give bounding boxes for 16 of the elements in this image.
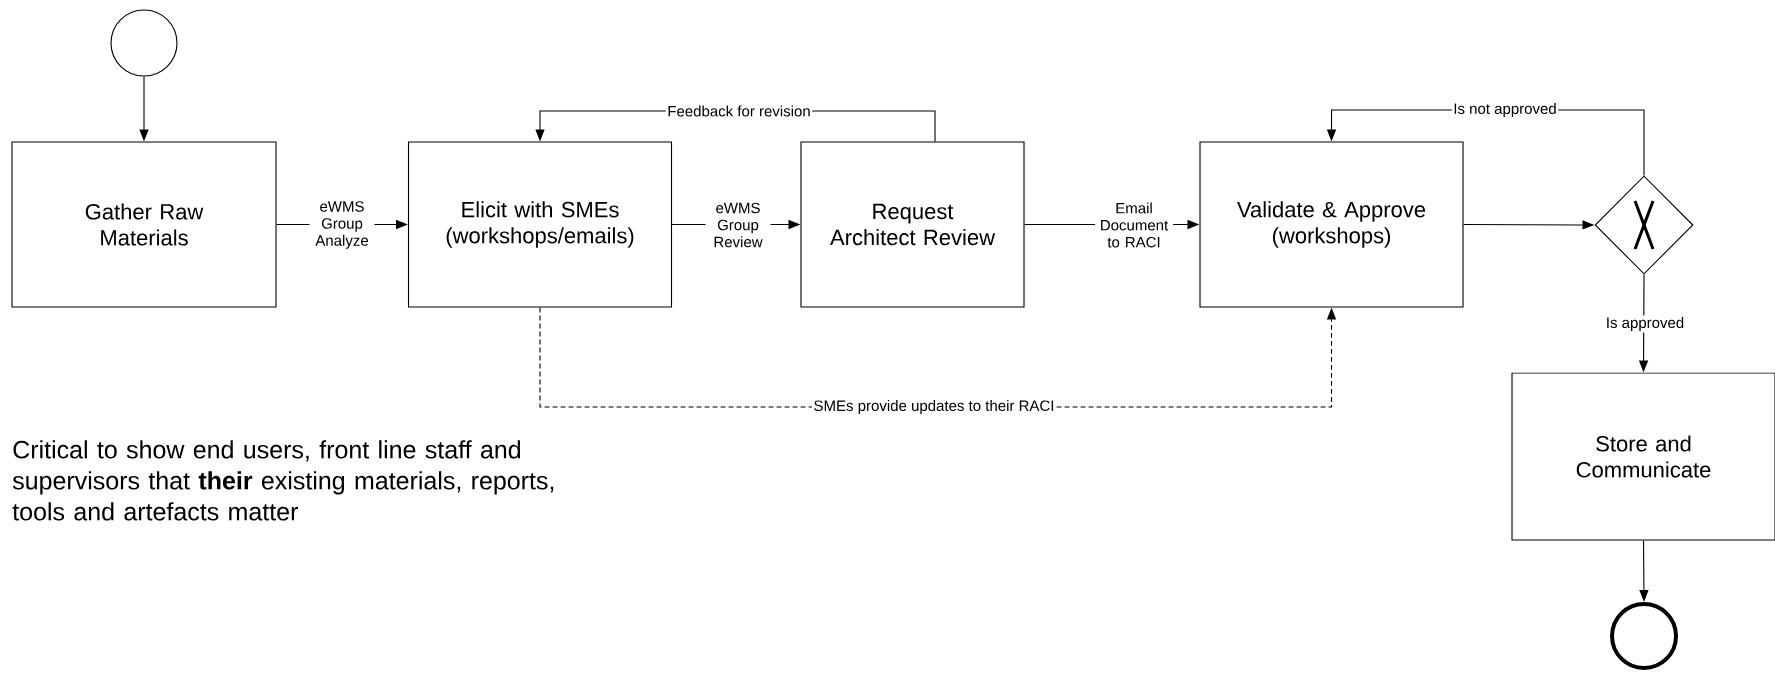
start-event-circle: [110, 9, 178, 77]
edge-label: SMEs provide updates to their RACI: [812, 398, 1056, 416]
gateway-diamond: [1594, 175, 1694, 275]
edge-label: Is approved: [1604, 315, 1686, 333]
edge-label: Is not approved: [1451, 101, 1559, 119]
edge-label: Email Document to RACI: [1095, 201, 1173, 249]
process-box: Request Architect Review: [800, 141, 1025, 308]
note-text: Critical to show end users, front line staff and supervisors that their existing materials, reports, tools and artefacts matter: [12, 440, 554, 521]
end-event-circle: [1610, 602, 1678, 670]
process-box: Store and Communicate: [1511, 372, 1775, 541]
process-box: Validate & Approve (workshops): [1199, 141, 1464, 308]
process-box: Elicit with SMEs (workshops/emails): [407, 141, 673, 308]
edge-label: Feedback for revision: [665, 104, 813, 118]
edge-label: eWMS Group Review: [705, 201, 771, 249]
edge-label: eWMS Group Analyze: [309, 199, 375, 251]
process-box: Gather Raw Materials: [11, 141, 277, 308]
